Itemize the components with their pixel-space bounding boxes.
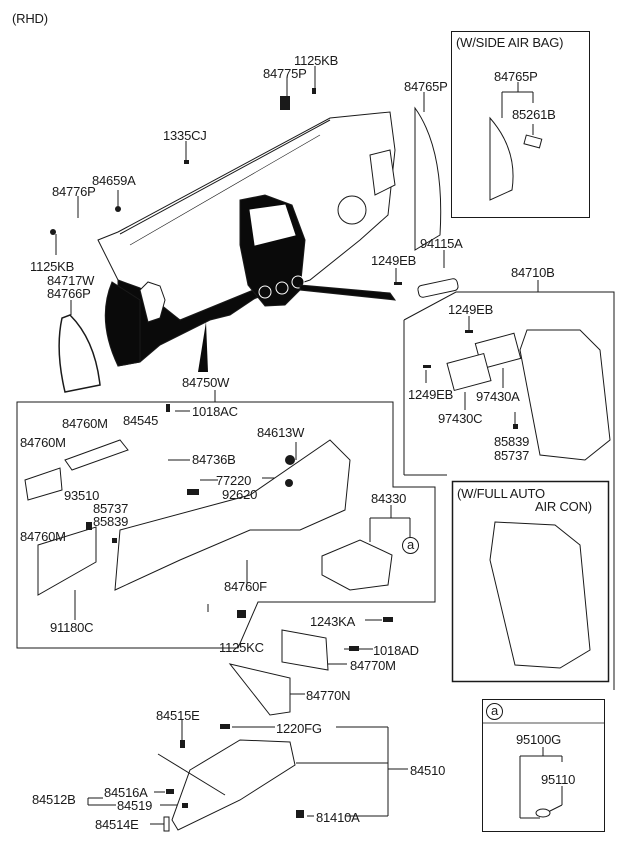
glove-box-84510 bbox=[171, 739, 296, 831]
part-label-97430c: 97430C bbox=[438, 411, 483, 426]
part-label-85839-right: 85839 bbox=[494, 434, 530, 449]
part-label-84613w: 84613W bbox=[257, 425, 305, 440]
part-label-84514e: 84514E bbox=[95, 817, 139, 832]
part-label-93510: 93510 bbox=[64, 488, 100, 503]
side-airbag-label-84765p: 84765P bbox=[494, 69, 538, 84]
part-label-84710b: 84710B bbox=[511, 265, 555, 280]
label-84514e bbox=[163, 816, 170, 832]
vent-97430c bbox=[446, 352, 492, 392]
part-label-84717w: 84717W bbox=[47, 273, 95, 288]
part-label-1335cj: 1335CJ bbox=[163, 128, 207, 143]
part-label-84776p: 84776P bbox=[52, 184, 96, 199]
crash-pad-dashboard bbox=[97, 111, 397, 367]
full-auto-box bbox=[451, 480, 610, 683]
part-label-1249eb-top: 1249EB bbox=[371, 253, 417, 268]
pointer-84750w bbox=[198, 322, 208, 372]
part-label-1125kb-left: 1125KB bbox=[30, 259, 75, 274]
center-fascia-auto bbox=[489, 521, 591, 669]
label-85261b bbox=[523, 134, 543, 149]
part-label-1125kc: 1125KC bbox=[219, 640, 264, 655]
part-label-1220fg: 1220FG bbox=[276, 721, 322, 736]
part-label-84545: 84545 bbox=[123, 413, 159, 428]
part-label-1249eb-a: 1249EB bbox=[448, 302, 494, 317]
part-label-84760m-b: 84760M bbox=[20, 435, 66, 450]
part-label-1249eb-b: 1249EB bbox=[408, 387, 454, 402]
part-label-84659a: 84659A bbox=[92, 173, 136, 188]
84710b-region bbox=[403, 291, 615, 690]
cover-84770n bbox=[228, 663, 291, 716]
part-label-84519: 84519 bbox=[117, 798, 153, 813]
part-label-85839-left: 85839 bbox=[93, 514, 129, 529]
part-label-84760m-c: 84760M bbox=[20, 529, 66, 544]
switch-94115a bbox=[417, 278, 459, 298]
pad-84760m-c bbox=[37, 526, 97, 596]
part-label-84736b: 84736B bbox=[192, 452, 236, 467]
part-label-84510: 84510 bbox=[410, 763, 446, 778]
ashtray-84330 bbox=[321, 539, 393, 591]
lower-panel-84760f bbox=[114, 439, 351, 591]
full-auto-title-line1: (W/FULL AUTO bbox=[457, 486, 545, 501]
part-label-85737-right: 85737 bbox=[494, 448, 530, 463]
callout-a-box-circle: a bbox=[486, 703, 503, 720]
part-label-84775p: 84775P bbox=[263, 66, 307, 81]
part-label-84516a: 84516A bbox=[104, 785, 148, 800]
callout-a-box bbox=[482, 699, 605, 832]
cover-84770m bbox=[281, 629, 329, 671]
part-label-84765p: 84765P bbox=[404, 79, 448, 94]
full-auto-title-line2: AIR CON) bbox=[535, 499, 592, 514]
part-label-77220: 77220 bbox=[216, 473, 252, 488]
part-label-84770n: 84770N bbox=[306, 688, 351, 703]
side-cover-84766p bbox=[58, 314, 101, 393]
part-label-94115a: 94115A bbox=[420, 236, 463, 251]
part-label-97430a: 97430A bbox=[476, 389, 520, 404]
center-fascia-84710b bbox=[519, 329, 611, 461]
pad-84760m-b bbox=[64, 439, 129, 471]
part-label-84515e: 84515E bbox=[156, 708, 200, 723]
84750w-region bbox=[16, 390, 436, 649]
variant-note: (RHD) bbox=[12, 11, 48, 26]
side-airbag-label-85261b: 85261B bbox=[512, 107, 556, 122]
part-label-1243ka: 1243KA bbox=[310, 614, 356, 629]
side-airbag-box bbox=[451, 31, 590, 218]
side-airbag-title: (W/SIDE AIR BAG) bbox=[456, 35, 564, 50]
pad-84760m-a bbox=[24, 467, 63, 501]
part-label-84770m: 84770M bbox=[350, 658, 396, 673]
callout-a-marker: a bbox=[402, 537, 419, 554]
part-label-84750w: 84750W bbox=[182, 375, 230, 390]
part-label-84760f: 84760F bbox=[224, 579, 267, 594]
fasteners bbox=[50, 88, 518, 818]
part-label-92620: 92620 bbox=[222, 487, 258, 502]
callout-label-95110: 95110 bbox=[541, 772, 576, 787]
part-label-84760m-a: 84760M bbox=[62, 416, 108, 431]
part-label-81410a: 81410A bbox=[316, 810, 360, 825]
part-label-1018ac: 1018AC bbox=[192, 404, 238, 419]
side-cover-airbag bbox=[489, 116, 514, 201]
part-label-1018ad: 1018AD bbox=[373, 643, 419, 658]
part-label-85737-left: 85737 bbox=[93, 501, 129, 516]
part-label-84766p: 84766P bbox=[47, 286, 91, 301]
callout-label-95100g: 95100G bbox=[516, 732, 562, 747]
part-label-84330: 84330 bbox=[371, 491, 407, 506]
part-label-91180c: 91180C bbox=[50, 620, 94, 635]
socket-95110 bbox=[535, 808, 551, 818]
part-label-1125kb-top: 1125KB bbox=[294, 53, 339, 68]
part-label-84512b: 84512B bbox=[32, 792, 76, 807]
side-cover-84765p bbox=[414, 106, 442, 251]
callout-a-box-marker: a bbox=[486, 703, 503, 720]
callout-a-circle: a bbox=[402, 537, 419, 554]
